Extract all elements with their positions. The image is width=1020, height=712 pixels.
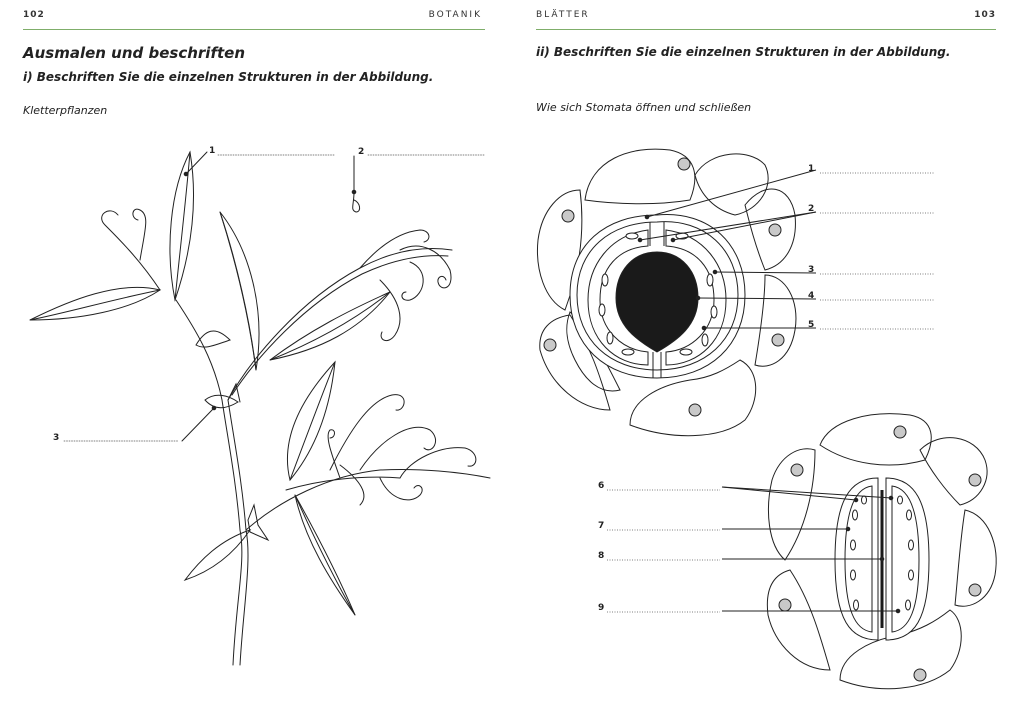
label-number-2-right: 2 <box>808 204 815 214</box>
figure-title-right: Wie sich Stomata öffnen und schließen <box>536 101 752 114</box>
label-number-8-right: 8 <box>598 551 605 561</box>
closed-stoma-diagram <box>721 413 997 690</box>
label-number-3-right: 3 <box>808 265 815 275</box>
label-number-3-left: 3 <box>53 433 60 443</box>
figure-title-left: Kletterpflanzen <box>23 104 108 117</box>
header-rule-right <box>536 29 996 30</box>
main-stem <box>175 299 243 666</box>
climbing-plant-illustration <box>29 150 491 666</box>
answer-lines-left <box>63 154 486 442</box>
left-page: 102 BOTANIK Ausmalen und beschriften i) … <box>23 10 491 666</box>
right-page: BLÄTTER 103 ii) Beschriften Sie die einz… <box>510 0 1020 712</box>
label-number-5-right: 5 <box>808 320 815 330</box>
label-number-2-left: 2 <box>358 147 365 157</box>
pointer-line-1-left <box>185 151 208 175</box>
answer-lines-right <box>607 172 935 613</box>
section-header-left: BOTANIK <box>428 10 482 20</box>
pointer-line-3-left <box>181 407 215 442</box>
stomata-illustration <box>536 148 997 690</box>
label-number-1-right: 1 <box>808 164 815 174</box>
section-header-right: BLÄTTER <box>536 10 590 20</box>
page-number-left: 102 <box>23 10 45 20</box>
label-number-9-right: 9 <box>598 603 605 613</box>
label-number-4-right: 4 <box>808 291 815 301</box>
header-rule-left <box>23 29 485 30</box>
open-stoma-diagram <box>536 148 817 437</box>
task-instruction-right: ii) Beschriften Sie die einzelnen Strukt… <box>536 45 951 59</box>
label-number-1-left: 1 <box>209 146 216 156</box>
label-number-7-right: 7 <box>598 521 605 531</box>
label-number-6-right: 6 <box>598 481 605 491</box>
page-number-right: 103 <box>974 10 996 20</box>
page-title: Ausmalen und beschriften <box>23 44 245 62</box>
task-instruction-left: i) Beschriften Sie die einzelnen Struktu… <box>23 70 434 84</box>
